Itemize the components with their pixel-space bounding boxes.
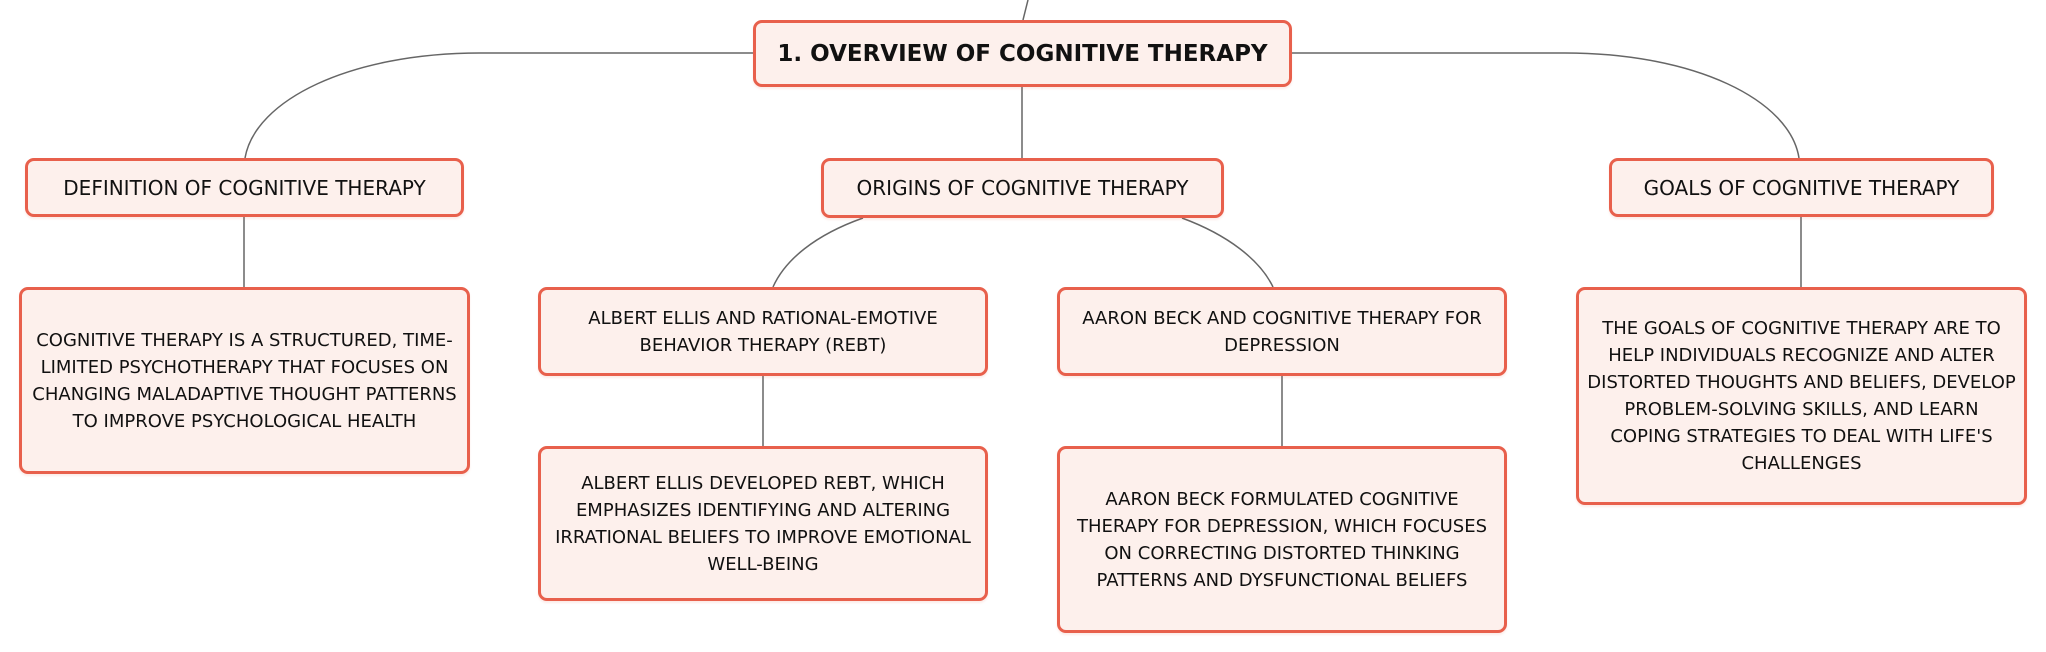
connector-root-to-goals (1292, 52, 1800, 159)
beck-detail-node[interactable]: AARON BECK FORMULATED COGNITIVE THERAPY … (1057, 446, 1507, 633)
ellis-subtopic-label: ALBERT ELLIS AND RATIONAL-EMOTIVE BEHAVI… (588, 307, 938, 356)
goals-detail-node[interactable]: THE GOALS OF COGNITIVE THERAPY ARE TO HE… (1576, 287, 2027, 505)
connector-origins-to-beck (1181, 217, 1274, 288)
definition-detail-node[interactable]: COGNITIVE THERAPY IS A STRUCTURED, TIME-… (19, 287, 470, 474)
ellis-detail-text: ALBERT ELLIS DEVELOPED REBT, WHICH EMPHA… (555, 472, 971, 575)
goals-topic-node[interactable]: GOALS OF COGNITIVE THERAPY (1609, 158, 1994, 217)
connector-parent-to-root (1022, 0, 1029, 21)
definition-topic-node[interactable]: DEFINITION OF COGNITIVE THERAPY (25, 158, 464, 217)
origins-topic-node[interactable]: ORIGINS OF COGNITIVE THERAPY (821, 158, 1224, 218)
connector-root-to-definition (244, 52, 753, 159)
ellis-detail-node[interactable]: ALBERT ELLIS DEVELOPED REBT, WHICH EMPHA… (538, 446, 988, 601)
beck-detail-text: AARON BECK FORMULATED COGNITIVE THERAPY … (1076, 488, 1488, 591)
goals-detail-text: THE GOALS OF COGNITIVE THERAPY ARE TO HE… (1587, 318, 2016, 474)
connector-origins-to-ellis (772, 217, 864, 288)
definition-detail-text: COGNITIVE THERAPY IS A STRUCTURED, TIME-… (32, 329, 457, 432)
beck-subtopic-node[interactable]: AARON BECK AND COGNITIVE THERAPY FOR DEP… (1057, 287, 1507, 376)
root-topic-node[interactable]: 1. OVERVIEW OF COGNITIVE THERAPY (753, 20, 1292, 87)
definition-topic-label: DEFINITION OF COGNITIVE THERAPY (63, 175, 426, 200)
origins-topic-label: ORIGINS OF COGNITIVE THERAPY (856, 176, 1189, 200)
ellis-subtopic-node[interactable]: ALBERT ELLIS AND RATIONAL-EMOTIVE BEHAVI… (538, 287, 988, 376)
goals-topic-label: GOALS OF COGNITIVE THERAPY (1643, 175, 1960, 200)
root-topic-label: 1. OVERVIEW OF COGNITIVE THERAPY (777, 40, 1268, 67)
beck-subtopic-label: AARON BECK AND COGNITIVE THERAPY FOR DEP… (1082, 307, 1482, 356)
